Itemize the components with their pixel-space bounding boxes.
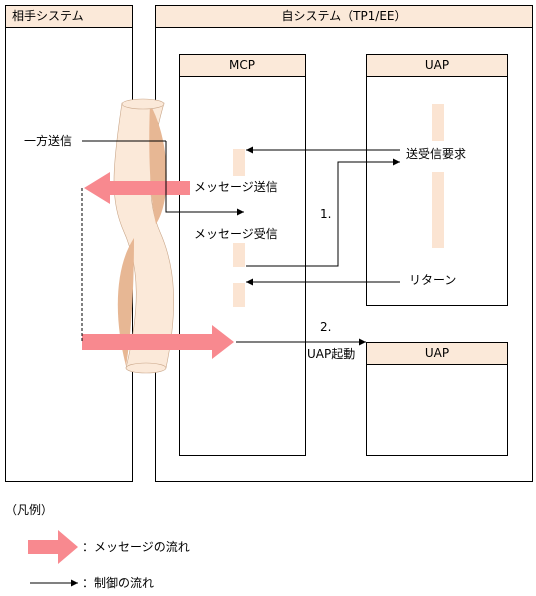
uap-bottom-label: UAP bbox=[424, 346, 450, 360]
step2-label: 2. bbox=[320, 320, 332, 334]
partner-system-label: 相手システム bbox=[12, 9, 84, 23]
uap-activity-bar-2 bbox=[432, 172, 444, 248]
partner-system-header bbox=[5, 5, 133, 28]
message-recv-label: メッセージ受信 bbox=[194, 227, 278, 241]
mcp-activity-bar-3 bbox=[233, 283, 245, 307]
legend-message-arrow bbox=[28, 530, 78, 564]
uap-top-header bbox=[366, 54, 508, 77]
step1-label: 1. bbox=[320, 207, 332, 221]
message-send-label: メッセージ送信 bbox=[194, 180, 278, 194]
message-send-arrow bbox=[84, 172, 190, 204]
own-system-header bbox=[155, 5, 533, 28]
send-recv-request-label: 送受信要求 bbox=[406, 147, 467, 161]
message-recv-arrow bbox=[82, 325, 234, 359]
legend-message-flow-label: ：メッセージの流れ bbox=[82, 540, 190, 554]
one-way-send-label: 一方送信 bbox=[24, 134, 73, 148]
step1-line bbox=[246, 158, 400, 267]
uap-activity-bar-1 bbox=[432, 104, 444, 141]
mcp-label: MCP bbox=[229, 58, 255, 72]
mcp-activity-bar-1 bbox=[233, 149, 245, 176]
partner-system-box bbox=[5, 5, 133, 482]
uap-start-label: UAP起動 bbox=[307, 347, 356, 361]
uap-top-label: UAP bbox=[424, 58, 450, 72]
legend-control-flow-label: ：制御の流れ bbox=[82, 576, 155, 590]
uap-bottom-header bbox=[366, 342, 508, 365]
return-label: リターン bbox=[409, 273, 457, 287]
legend-title: （凡例） bbox=[5, 503, 54, 517]
own-system-label: 自システム（TP1/EE） bbox=[281, 9, 407, 23]
send-control-line bbox=[165, 141, 244, 216]
mcp-header bbox=[179, 54, 306, 77]
mcp-activity-bar-2 bbox=[233, 243, 245, 267]
